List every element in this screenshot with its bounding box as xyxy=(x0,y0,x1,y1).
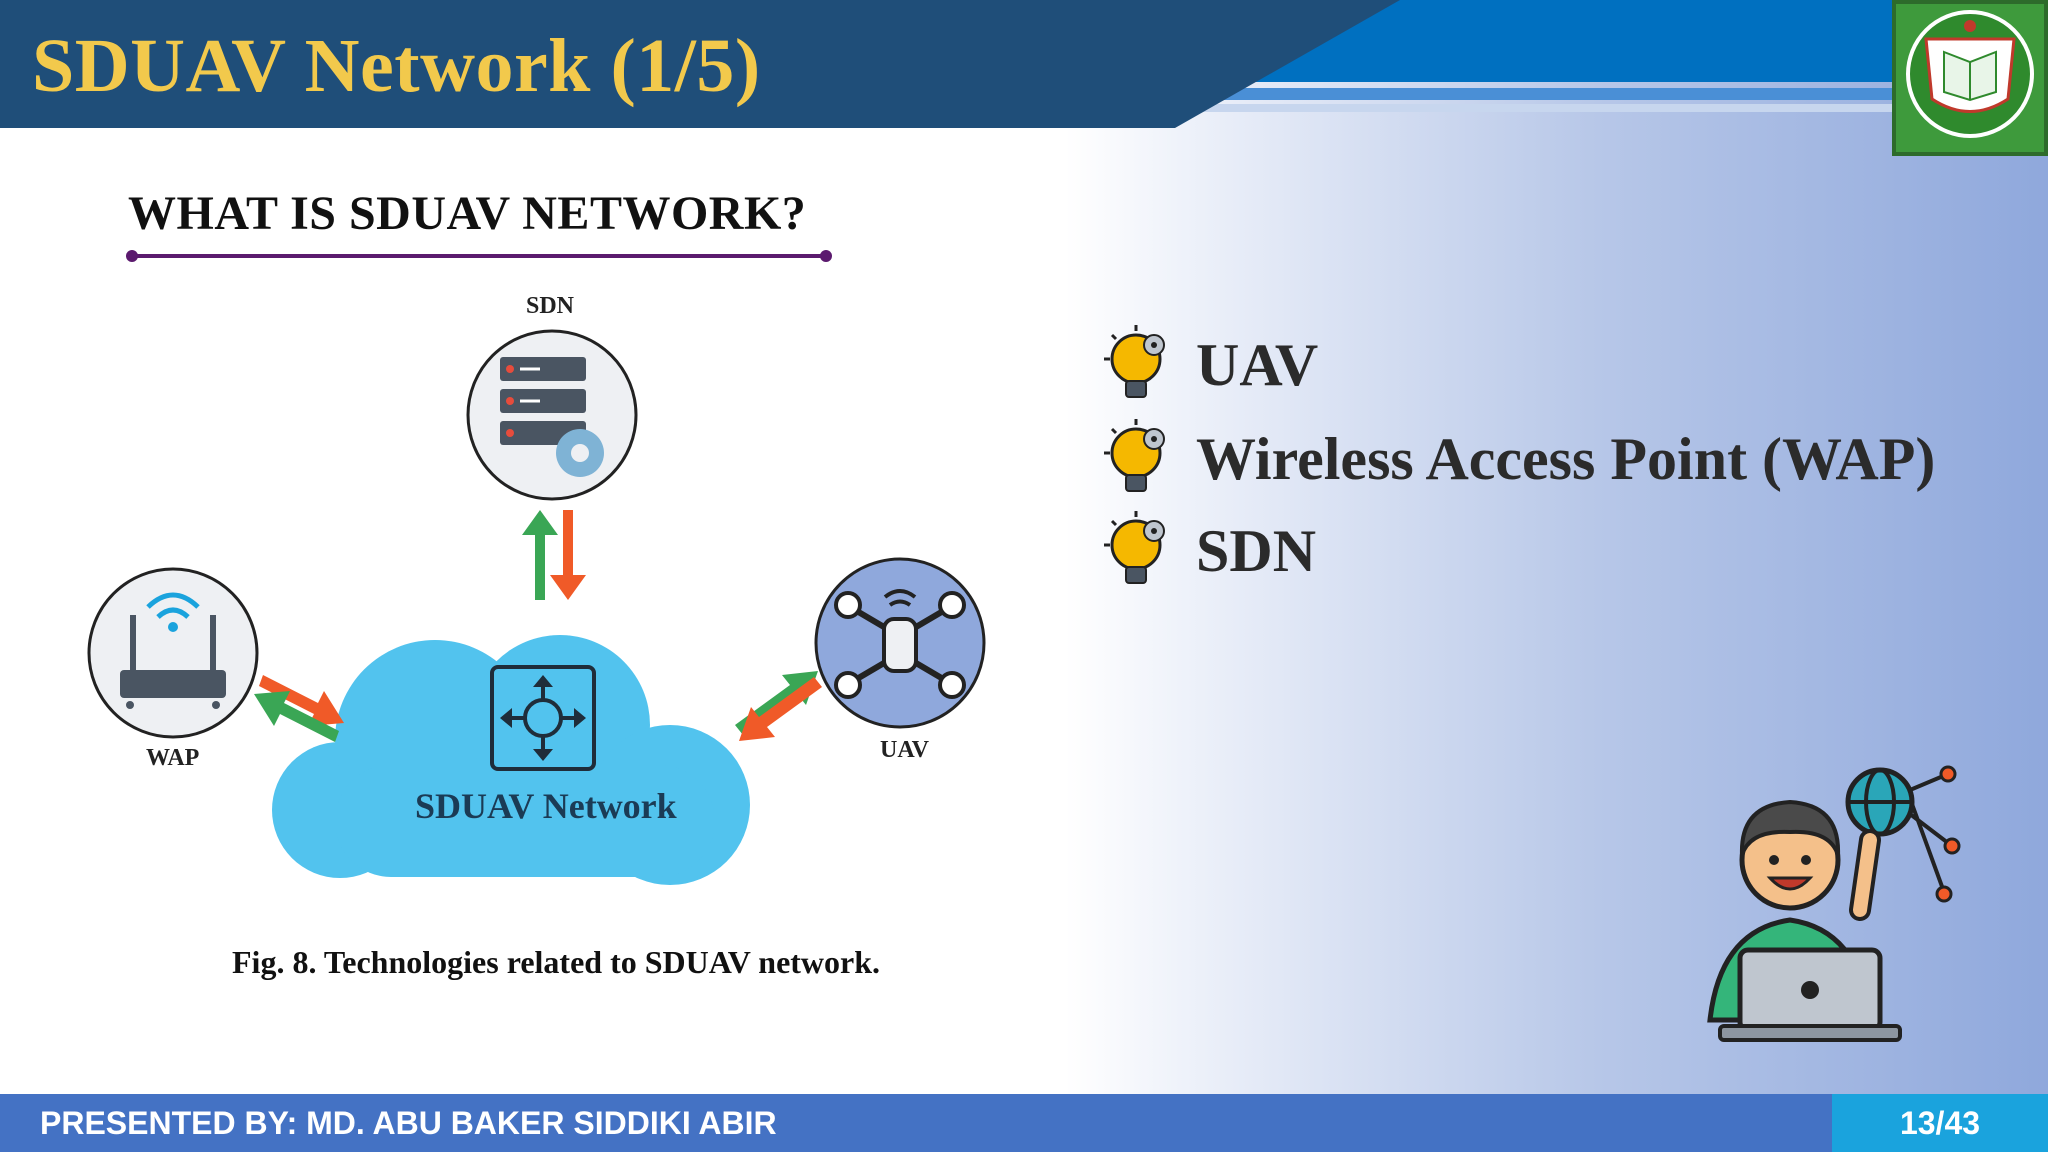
page-number: 13/43 xyxy=(1899,1105,1981,1141)
sduav-network-label: SDUAV Network xyxy=(415,786,677,826)
bullet-item: UAV xyxy=(1100,320,1318,410)
bullet-item: Wireless Access Point (WAP) xyxy=(1100,414,1935,504)
slide-title: SDUAV Network (1/5) xyxy=(32,24,761,108)
bullet-text: Wireless Access Point (WAP) xyxy=(1196,425,1936,492)
page-number-box: 13/43 xyxy=(1832,1094,2048,1152)
presenter-illustration-icon xyxy=(1707,765,1961,1042)
section-heading: WHAT IS SDUAV NETWORK? xyxy=(128,187,807,240)
wap-label: WAP xyxy=(146,745,200,771)
lightbulb-gear-icon xyxy=(1104,325,1165,398)
sdn-link-arrows xyxy=(522,510,586,600)
diagram-graphics xyxy=(87,329,986,885)
university-logo xyxy=(1892,0,2048,156)
lightbulb-gear-icon xyxy=(1104,419,1165,492)
bullet-text: SDN xyxy=(1196,517,1317,584)
lightbulb-gear-icon xyxy=(1104,511,1165,584)
heading-underline xyxy=(126,250,832,262)
uav-drone-icon xyxy=(814,557,986,729)
sdn-server-icon xyxy=(466,329,638,501)
sduav-diagram: SDN WAP UAV SDUAV Network xyxy=(70,285,1010,925)
uav-link-arrows xyxy=(735,671,822,741)
slide-header: SDUAV Network (1/5) xyxy=(0,0,2048,128)
wap-link-arrows xyxy=(254,675,344,742)
uav-label: UAV xyxy=(880,737,929,763)
bullet-text: UAV xyxy=(1196,331,1319,398)
switch-icon xyxy=(490,665,596,771)
sdn-label: SDN xyxy=(526,293,575,319)
presenter-credit: PRESENTED BY: MD. ABU BAKER SIDDIKI ABIR xyxy=(40,1105,777,1141)
figure-caption: Fig. 8. Technologies related to SDUAV ne… xyxy=(232,944,881,980)
slide-footer: PRESENTED BY: MD. ABU BAKER SIDDIKI ABIR… xyxy=(0,1094,2048,1152)
header-shapes xyxy=(0,0,2048,128)
cloud-shape xyxy=(272,635,750,885)
wap-router-icon xyxy=(87,567,259,739)
bullet-item: SDN xyxy=(1100,506,1316,596)
